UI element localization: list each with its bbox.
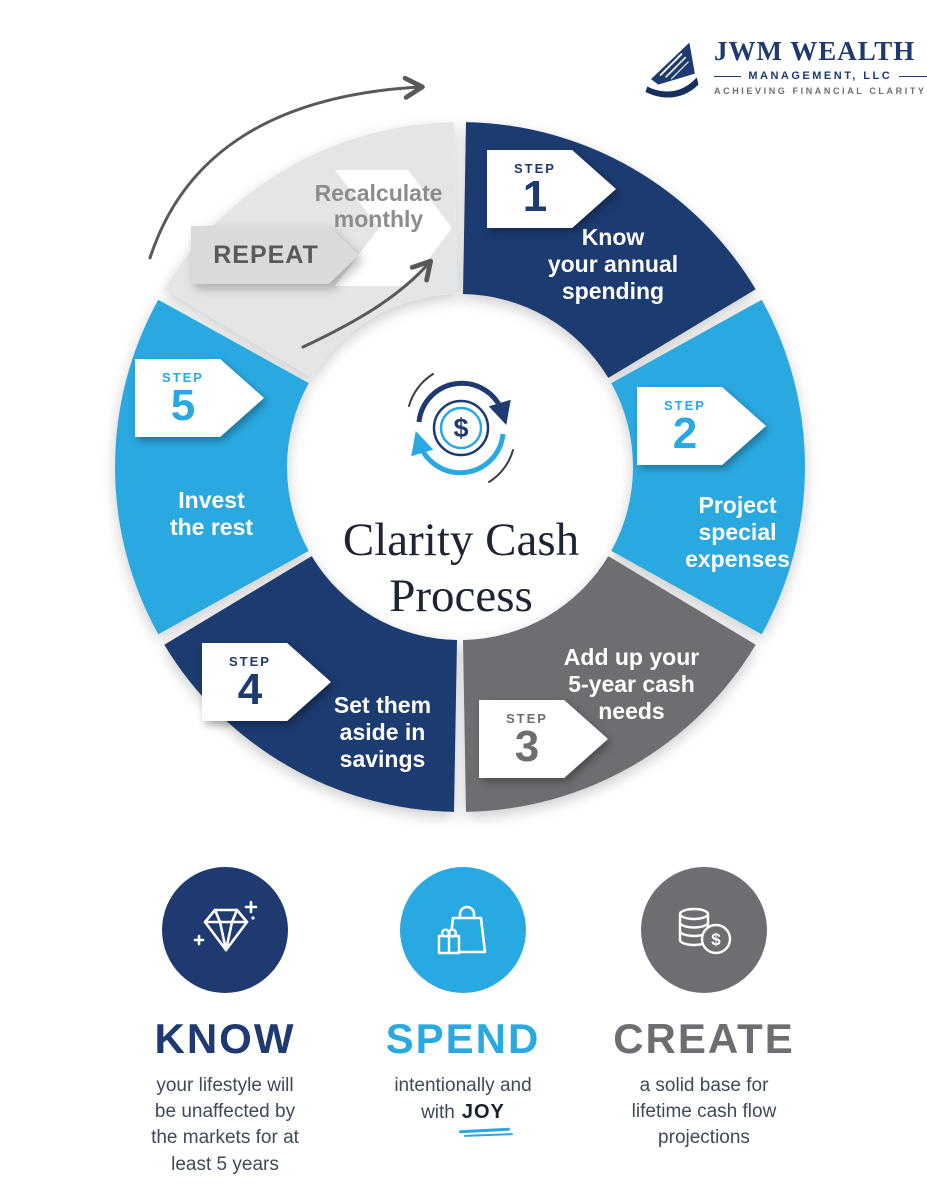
joy-highlight: JOY [462, 1099, 505, 1127]
step-3-badge-number: 3 [514, 721, 540, 771]
step-4-badge: STEP 4 [202, 643, 331, 721]
step-5-badge-number: 5 [170, 380, 196, 430]
company-logo: JWM WEALTH MANAGEMENT, LLC ACHIEVING FIN… [640, 36, 927, 104]
repeat-note: Recalculate monthly [314, 180, 443, 233]
spend-circle [400, 867, 526, 993]
step-5-badge-word: STEP [162, 369, 204, 385]
logo-mark-icon [645, 42, 699, 98]
spend-title: SPEND [385, 1015, 541, 1062]
cycle-arrow-inner [301, 258, 433, 349]
know-description: your lifestyle will be unaffected by the… [151, 1075, 299, 1175]
step-2-badge: STEP 2 [637, 387, 766, 465]
coin-dollar-sign: $ [711, 930, 721, 949]
diamond-icon [193, 900, 258, 952]
outcome-know: KNOW your lifestyle will be unaffected b… [100, 867, 350, 1178]
repeat-chevron [335, 170, 452, 286]
step-2-badge-number: 2 [672, 408, 698, 458]
step-1-badge: STEP 1 [487, 150, 616, 228]
segment-step-2 [611, 299, 805, 635]
logo-subtitle-text: MANAGEMENT, LLC [748, 70, 893, 82]
process-title: Clarity Cash Process [342, 514, 580, 623]
dollar-inner-circle [439, 406, 483, 450]
create-description: a solid base for lifetime cash flow proj… [631, 1075, 777, 1149]
step-5-label: Invest the rest [169, 487, 254, 541]
cycle-arrow-outer [148, 75, 425, 260]
accent-arc-bottom [488, 449, 514, 483]
repeat-label: REPEAT [191, 226, 359, 284]
shopping-bag-gift-icon [437, 905, 487, 955]
step-1-badge-number: 1 [522, 171, 548, 221]
step-3-label: Add up your 5-year cash needs [563, 644, 700, 725]
coins-icon: $ [678, 907, 732, 955]
step-5-badge: STEP 5 [135, 359, 264, 437]
cycle-bottom-arrow [411, 430, 506, 476]
step-3-badge-word: STEP [506, 710, 548, 726]
create-title: CREATE [613, 1015, 795, 1062]
logo-subtitle: MANAGEMENT, LLC [714, 70, 927, 82]
dollar-cycle-icon: $ [408, 373, 514, 483]
step-4-badge-word: STEP [229, 653, 271, 669]
step-2-badge-word: STEP [664, 397, 706, 413]
accent-arc-top [408, 373, 434, 407]
spend-description-text: intentionally and with [394, 1075, 532, 1124]
step-4-badge-number: 4 [237, 664, 263, 714]
dollar-outer-circle [432, 399, 490, 457]
step-3-badge: STEP 3 [479, 700, 608, 778]
know-circle [162, 867, 288, 993]
cycle-top-arrow [416, 380, 511, 426]
step-2-label: Project special expenses [685, 492, 790, 573]
dollar-sign: $ [453, 413, 468, 443]
logo-tagline: ACHIEVING FINANCIAL CLARITY [714, 86, 927, 96]
create-circle: $ [641, 867, 767, 993]
step-1-label: Know your annual spending [547, 224, 679, 305]
outcome-create: $ CREATE a solid base for lifetime cash … [579, 867, 829, 1152]
know-title: KNOW [154, 1015, 296, 1062]
step-1-badge-word: STEP [514, 160, 556, 176]
step-4-label: Set them aside in savings [333, 692, 432, 773]
logo-name: JWM WEALTH [714, 36, 916, 66]
repeat-badge: REPEAT [191, 226, 359, 284]
